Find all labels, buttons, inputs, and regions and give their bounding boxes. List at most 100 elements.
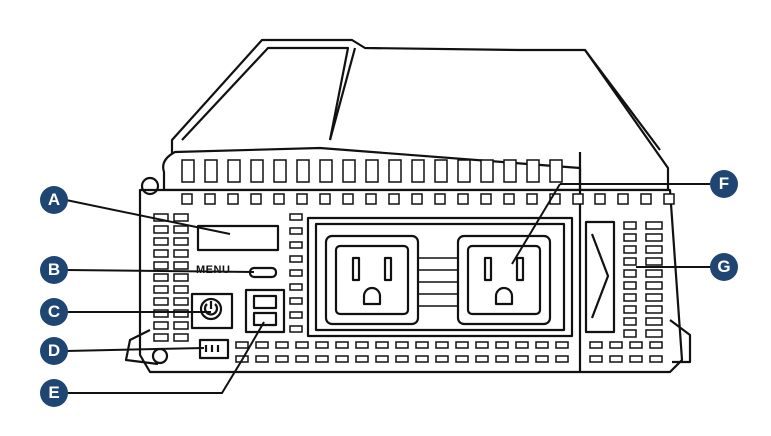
vent-slot — [173, 321, 189, 330]
top-panel-ridge — [181, 46, 350, 141]
ac-outlet-right-face — [466, 244, 542, 316]
ac-outlet-left-face — [334, 244, 410, 316]
callout-line-b — [65, 269, 255, 273]
vent-slot — [173, 261, 189, 270]
outlet-slot — [383, 256, 393, 282]
vent-slot — [663, 193, 675, 205]
vent-slot — [153, 321, 169, 330]
vent-slot — [365, 159, 379, 183]
vent-slot — [181, 193, 193, 205]
vent-slot — [289, 241, 303, 249]
vent-slot — [153, 237, 169, 246]
corner-bolt — [140, 176, 160, 196]
vent-slot — [415, 355, 429, 363]
vent-slot — [629, 341, 643, 349]
vent-slot — [645, 221, 663, 230]
vent-slot — [375, 341, 389, 349]
callout-c: C — [40, 298, 68, 326]
vent-slot — [335, 355, 349, 363]
vent-slot — [173, 309, 189, 318]
vent-slot — [645, 305, 663, 314]
power-button[interactable] — [199, 297, 223, 321]
vent-slot — [289, 283, 303, 291]
outlet-ground — [362, 286, 382, 306]
vent-slot — [623, 221, 637, 230]
vent-slot — [355, 355, 369, 363]
vent-slot — [455, 341, 469, 349]
vent-slot — [594, 193, 606, 205]
top-panel-ridge-2 — [328, 47, 357, 141]
outlet-ground — [494, 286, 514, 306]
vent-slot — [623, 233, 637, 242]
vent-slot — [480, 193, 492, 205]
vent-slot — [375, 355, 389, 363]
vent-slot — [645, 329, 663, 338]
outlet-panel-inner — [314, 222, 566, 332]
air-vent-arrow — [590, 233, 610, 319]
vent-slot — [526, 159, 540, 183]
vent-slot — [255, 341, 269, 349]
vent-slot — [289, 297, 303, 305]
ac-outlet-left[interactable] — [324, 234, 420, 326]
vent-slot — [173, 249, 189, 258]
vent-slot — [289, 311, 303, 319]
vent-slot — [153, 225, 169, 234]
vent-slot — [645, 257, 663, 266]
vent-slot — [435, 355, 449, 363]
vent-slot — [455, 355, 469, 363]
vent-slot — [342, 193, 354, 205]
usb-port-top[interactable] — [252, 294, 278, 310]
vent-slot — [645, 245, 663, 254]
vent-slot — [173, 285, 189, 294]
vent-slot — [475, 341, 489, 349]
vent-slot — [457, 159, 471, 183]
vent-slot — [434, 193, 446, 205]
top-panel-edge — [584, 49, 661, 151]
air-vent-window — [584, 220, 616, 334]
vent-slot — [645, 317, 663, 326]
vent-slot — [173, 297, 189, 306]
vent-slot — [204, 159, 218, 183]
usb-port-bottom[interactable] — [252, 311, 278, 327]
vent-slot — [289, 213, 303, 221]
callout-d: D — [40, 337, 68, 365]
vent-slot — [181, 159, 195, 183]
vent-slot — [335, 341, 349, 349]
vent-slot — [515, 341, 529, 349]
vent-slot — [645, 281, 663, 290]
vent-slot — [315, 355, 329, 363]
vent-slot — [623, 269, 637, 278]
vent-slot — [623, 257, 637, 266]
vent-slot — [623, 293, 637, 302]
vent-slot — [255, 355, 269, 363]
callout-f: F — [710, 170, 738, 198]
vent-slot — [555, 341, 569, 349]
vent-slot — [645, 269, 663, 278]
ac-outlet-right[interactable] — [456, 234, 552, 326]
vent-slot — [204, 193, 216, 205]
vent-slot — [480, 159, 494, 183]
vent-slot — [623, 305, 637, 314]
vent-slot — [153, 249, 169, 258]
vent-slot — [342, 159, 356, 183]
vent-slot — [515, 355, 529, 363]
vent-slot — [388, 193, 400, 205]
vent-slot — [319, 159, 333, 183]
vent-slot — [173, 225, 189, 234]
vent-slot — [153, 273, 169, 282]
vent-slot — [623, 281, 637, 290]
callout-e: E — [40, 379, 68, 407]
vent-slot — [275, 355, 289, 363]
remote-port[interactable] — [198, 338, 230, 360]
vent-slot — [355, 341, 369, 349]
outlet-slot — [515, 256, 525, 282]
vent-slot — [289, 255, 303, 263]
vent-slot — [153, 309, 169, 318]
vent-slot — [609, 355, 623, 363]
vent-slot — [589, 355, 603, 363]
callout-line-d — [65, 347, 205, 352]
outlet-slot — [351, 256, 361, 282]
right-foot — [669, 319, 692, 364]
vent-slot — [153, 285, 169, 294]
vent-slot — [526, 193, 538, 205]
